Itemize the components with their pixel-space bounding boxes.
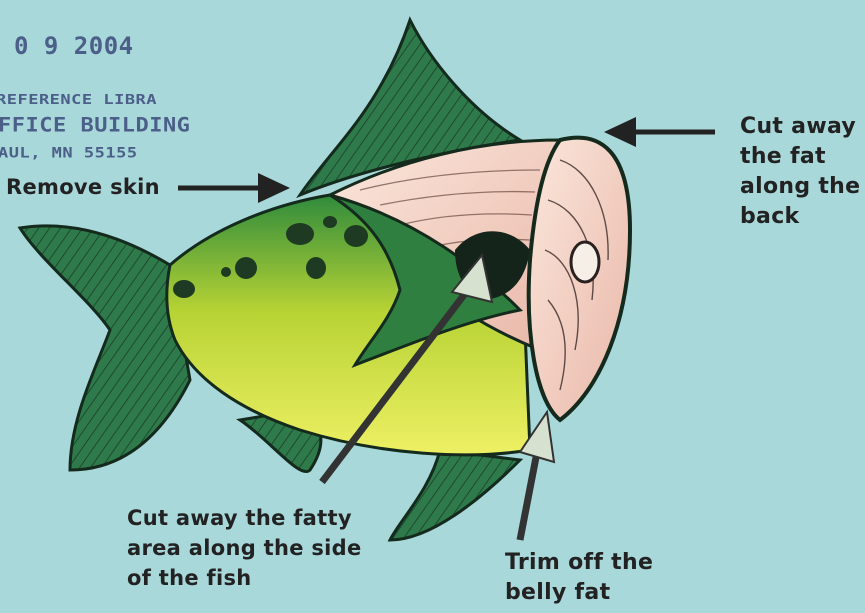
- spot: [323, 216, 337, 228]
- spot: [173, 280, 195, 298]
- spot: [344, 225, 368, 247]
- spot: [235, 257, 257, 279]
- arrow-back-fat-head: [604, 117, 636, 147]
- label-belly-fat: Trim off the belly fat: [505, 548, 653, 608]
- backbone-section: [571, 242, 599, 282]
- arrow-belly-fat-shaft: [520, 447, 538, 540]
- label-side-fat: Cut away the fatty area along the side o…: [127, 503, 362, 593]
- spot: [306, 257, 326, 279]
- label-back-fat: Cut away the fat along the back: [740, 112, 860, 232]
- label-remove-skin: Remove skin: [6, 172, 160, 202]
- pelvic-fin: [390, 450, 520, 540]
- spot: [221, 267, 231, 277]
- tail-fin: [20, 226, 190, 470]
- spot: [286, 223, 314, 245]
- arrow-remove-skin-head: [258, 173, 290, 203]
